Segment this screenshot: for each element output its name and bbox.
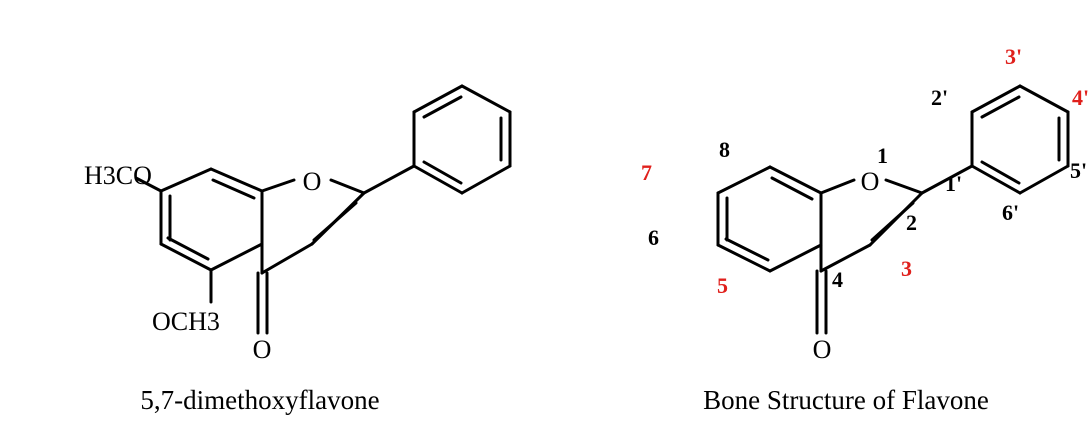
bond bbox=[260, 242, 314, 275]
right-caption: Bone Structure of Flavone bbox=[703, 385, 989, 415]
left-bonds bbox=[134, 84, 512, 335]
position-3-prime-label: 3' bbox=[1005, 44, 1022, 69]
bond bbox=[460, 84, 512, 114]
methoxy-label-7: H3CO bbox=[84, 161, 152, 190]
bond bbox=[1018, 84, 1070, 114]
double-bond-inner bbox=[980, 95, 1021, 119]
bond bbox=[329, 178, 366, 195]
double-bond-inner bbox=[211, 178, 256, 200]
bond bbox=[260, 178, 296, 193]
position-8-label: 8 bbox=[719, 137, 730, 162]
position-2-label: 2 bbox=[906, 210, 917, 235]
bond bbox=[159, 167, 213, 193]
left-molecule: O O H3CO OCH3 5,7-dimethoxyflavone bbox=[84, 84, 512, 415]
position-4-label: 4 bbox=[832, 267, 843, 292]
bond bbox=[920, 164, 974, 195]
position-5-label: 5 bbox=[717, 273, 728, 298]
position-4-prime-label: 4' bbox=[1072, 85, 1089, 110]
double-bond-inner bbox=[422, 95, 463, 119]
bond bbox=[362, 164, 416, 195]
double-bond-inner bbox=[312, 201, 358, 242]
position-1-label: 1 bbox=[877, 143, 888, 168]
methoxy-bond bbox=[134, 176, 163, 193]
bond bbox=[460, 164, 512, 195]
bond bbox=[884, 178, 924, 195]
double-bond-inner bbox=[980, 160, 1021, 185]
left-caption: 5,7-dimethoxyflavone bbox=[140, 385, 379, 415]
right-bonds bbox=[716, 84, 1070, 335]
right-molecule: O O 1 2 3 4 5 6 7 8 1' 2' 3' 4' 5' 6' Bo… bbox=[641, 44, 1089, 415]
double-bond-inner bbox=[724, 237, 770, 262]
double-bond-inner bbox=[166, 236, 210, 261]
position-7-label: 7 bbox=[641, 160, 652, 185]
position-3-label: 3 bbox=[901, 256, 912, 281]
double-bond-inner bbox=[770, 176, 814, 201]
double-bond-inner bbox=[422, 160, 463, 185]
position-2-prime-label: 2' bbox=[931, 85, 948, 110]
ring-oxygen-label: O bbox=[861, 167, 880, 196]
bond bbox=[970, 84, 1022, 114]
bond bbox=[209, 167, 264, 193]
bond bbox=[412, 84, 464, 114]
position-5-prime-label: 5' bbox=[1070, 158, 1087, 183]
bond bbox=[716, 165, 772, 195]
bond bbox=[209, 242, 264, 272]
position-6-label: 6 bbox=[648, 225, 659, 250]
bond bbox=[768, 165, 823, 195]
bond bbox=[970, 164, 1022, 195]
bond bbox=[768, 243, 823, 273]
carbonyl-oxygen-label: O bbox=[813, 335, 832, 364]
bond bbox=[412, 164, 464, 195]
position-1-prime-label: 1' bbox=[945, 171, 962, 196]
position-6-prime-label: 6' bbox=[1002, 200, 1019, 225]
ring-oxygen-label: O bbox=[303, 167, 322, 196]
bond bbox=[716, 243, 772, 273]
bond bbox=[159, 242, 213, 272]
methoxy-label-5: OCH3 bbox=[152, 307, 220, 336]
bond bbox=[819, 243, 872, 273]
bond bbox=[1018, 164, 1070, 195]
double-bond-inner bbox=[870, 201, 915, 242]
carbonyl-oxygen-label: O bbox=[253, 335, 272, 364]
bond bbox=[819, 178, 856, 195]
